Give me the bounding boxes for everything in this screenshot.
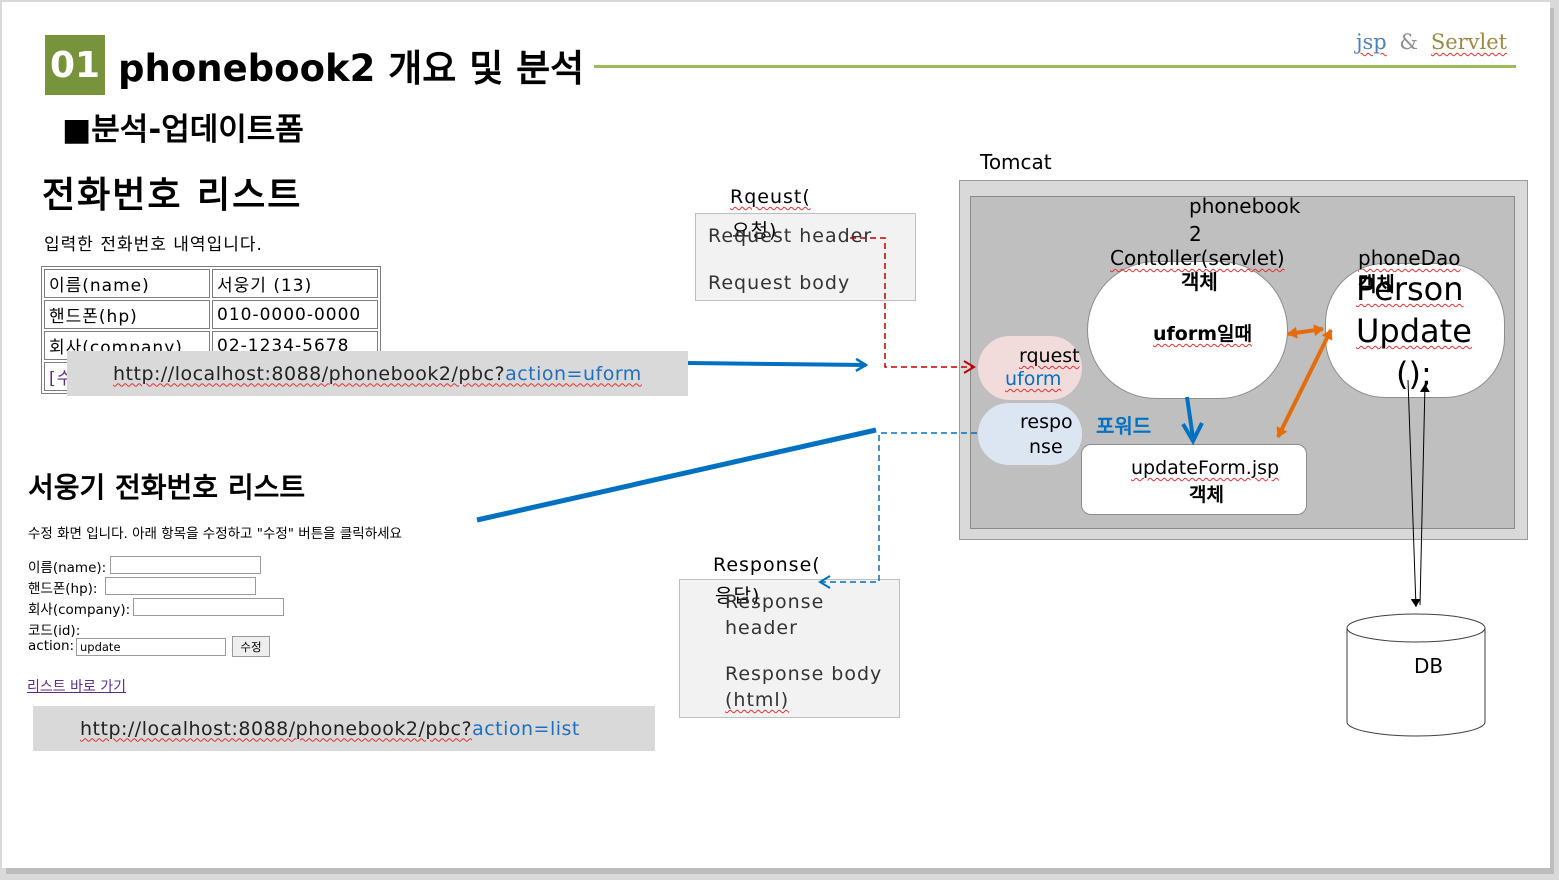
- app-label: phonebook: [1189, 194, 1301, 218]
- section-number-badge: 01: [45, 35, 105, 95]
- app-label-2: 2: [1189, 222, 1202, 246]
- response-to-form-line: [476, 427, 877, 523]
- request-caption-2: 요청): [732, 220, 778, 242]
- request-body: Request body: [708, 272, 851, 294]
- name-label: 이름(name):: [28, 560, 107, 576]
- dao-db-arrow-down: [1407, 379, 1421, 608]
- submit-button[interactable]: 수정: [232, 636, 270, 657]
- controller-obj-label: 객체: [1181, 270, 1218, 294]
- request-panel: [695, 213, 916, 301]
- request-object-action: uform: [1005, 368, 1062, 390]
- forward-label: 포워드: [1096, 414, 1152, 438]
- url-action: action=uform: [505, 362, 642, 385]
- hp-input[interactable]: [105, 577, 256, 595]
- forward-arrow: [1185, 396, 1195, 439]
- action-label: action:: [28, 638, 75, 654]
- list-link[interactable]: 리스트 바로 가기: [27, 679, 127, 695]
- url-bar-uform: http://localhost:8088/phonebook2/pbc?act…: [67, 351, 688, 396]
- request-caption: Rqeust(: [730, 186, 811, 208]
- jsp-obj-label: 객체: [1189, 484, 1224, 506]
- update-form-description: 수정 화면 입니다. 아래 항목을 수정하고 "수정" 버튼을 클릭하세요: [28, 526, 402, 542]
- request-dashed-arrow: [850, 237, 976, 374]
- response-body-2: (html): [725, 689, 790, 711]
- response-header-2: header: [725, 617, 798, 639]
- dao-method-2: Update: [1356, 312, 1472, 350]
- slide-subtitle: ■분석-업데이트폼: [62, 112, 304, 148]
- tomcat-label: Tomcat: [980, 150, 1052, 174]
- db-cylinder: [1346, 613, 1486, 737]
- row-value: 010-0000-0000: [212, 300, 378, 329]
- controller-label: Contoller(servlet): [1110, 246, 1285, 270]
- url-bar-list: http://localhost:8088/phonebook2/pbc?act…: [33, 706, 655, 751]
- url-base: http://localhost:8088/phonebook2/pbc?: [113, 362, 506, 385]
- response-panel: [679, 579, 900, 718]
- table-row: 핸드폰(hp) 010-0000-0000: [44, 300, 378, 329]
- response-caption-2: 응답): [715, 585, 761, 607]
- controller-case: uform일때: [1153, 323, 1252, 345]
- brand-servlet: Servlet: [1430, 30, 1508, 54]
- row-label: 핸드폰(hp): [44, 300, 210, 329]
- code-label: 코드(id):: [28, 623, 81, 639]
- action-input[interactable]: update: [76, 638, 226, 656]
- brand-jsp: jsp: [1356, 30, 1387, 54]
- request-header: Request header: [708, 225, 873, 247]
- dao-jsp-arrow: [1276, 329, 1333, 438]
- dao-node: [1325, 263, 1505, 398]
- response-caption: Response(: [713, 554, 821, 576]
- name-input[interactable]: [110, 556, 261, 574]
- updateform-jsp-node: [1081, 444, 1307, 515]
- company-label: 회사(company):: [28, 602, 131, 618]
- dao-method-1: Person: [1356, 270, 1464, 308]
- table-row: 이름(name) 서웅기 (13): [44, 269, 378, 298]
- list-page-heading: 전화번호 리스트: [42, 175, 303, 216]
- controller-dao-arrow: [1287, 324, 1324, 339]
- response-body: Response body: [725, 663, 883, 685]
- response-dashed-arrow: [818, 432, 977, 589]
- slide-title: phonebook2 개요 및 분석: [118, 47, 585, 90]
- uform-request-arrow: [687, 363, 866, 365]
- row-value: 서웅기 (13): [212, 269, 378, 298]
- response-object: [977, 402, 1083, 466]
- company-input[interactable]: [133, 598, 284, 616]
- db-label: DB: [1414, 654, 1444, 678]
- brand-ampersand: &: [1399, 30, 1419, 54]
- hp-label: 핸드폰(hp):: [28, 581, 98, 597]
- dao-db-arrow-up: [1419, 383, 1430, 606]
- response-object-label: respo: [1020, 411, 1073, 433]
- jsp-label: updateForm.jsp: [1131, 457, 1280, 479]
- row-label: 이름(name): [44, 269, 210, 298]
- update-form-heading: 서웅기 전화번호 리스트: [28, 471, 306, 504]
- url-action: action=list: [472, 717, 580, 740]
- url-base: http://localhost:8088/phonebook2/pbc?: [80, 717, 473, 740]
- request-object: [977, 335, 1083, 401]
- list-page-description: 입력한 전화번호 내역입니다.: [44, 235, 263, 255]
- request-object-label: rquest: [1019, 345, 1080, 367]
- response-header: Response: [725, 591, 825, 613]
- dao-obj-label: 객체: [1358, 272, 1395, 296]
- controller-node: [1087, 261, 1288, 399]
- response-object-label-2: nse: [1029, 436, 1063, 458]
- title-rule: [594, 65, 1516, 68]
- dao-label: phoneDao: [1358, 246, 1461, 270]
- brand-label: jsp & Servlet: [1356, 30, 1507, 54]
- forward-arrow-head: [1181, 422, 1204, 446]
